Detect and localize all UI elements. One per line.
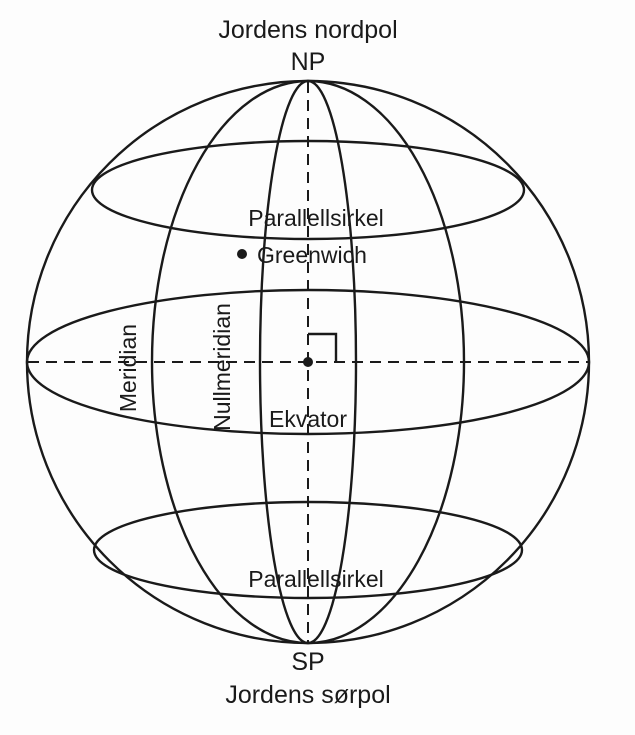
meridian-label: Meridian [115, 324, 141, 412]
parallel-label-upper: Parallellsirkel [248, 205, 383, 231]
prime-meridian-label: Nullmeridian [209, 303, 235, 431]
north-pole-abbr: NP [291, 48, 326, 76]
south-pole-abbr: SP [291, 648, 324, 676]
south-pole-title: Jordens sørpol [225, 681, 390, 709]
north-pole-title: Jordens nordpol [218, 16, 397, 44]
greenwich-point [237, 249, 247, 259]
right-angle-marker [308, 332, 338, 362]
equator-label: Ekvator [269, 406, 347, 432]
greenwich-label: Greenwich [257, 242, 367, 268]
parallel-label-lower: Parallellsirkel [248, 566, 383, 592]
center-point [303, 357, 313, 367]
